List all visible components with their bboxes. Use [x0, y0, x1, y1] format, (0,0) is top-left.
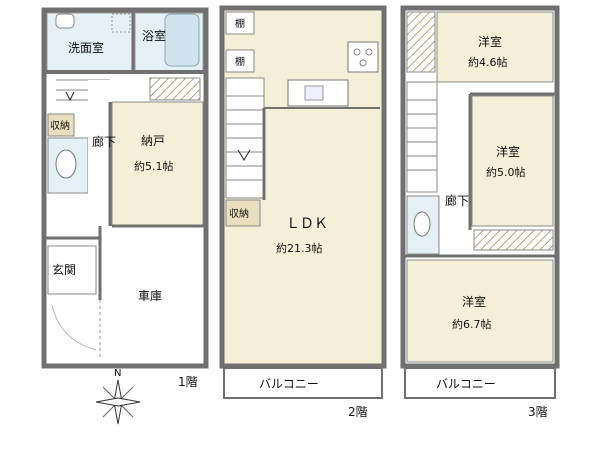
- floor-2-plan: [219, 5, 387, 399]
- closet-nando: [111, 101, 204, 227]
- floor-1-plan: [41, 7, 209, 369]
- floor-1-label: 1階: [178, 374, 198, 389]
- compass-north-label: N: [114, 368, 121, 379]
- western-room-1: [436, 11, 554, 83]
- storage-1f-label: 収納: [50, 119, 70, 132]
- washroom-label: 洗面室: [68, 40, 104, 55]
- floor-2-label: 2階: [348, 404, 368, 419]
- shelf-2: [225, 49, 255, 73]
- room-2-label: 洋室: [496, 144, 520, 159]
- western-room-2: [471, 95, 554, 227]
- entrance: [47, 245, 97, 295]
- storage-2f-label: 収納: [229, 207, 249, 220]
- ldk-size: 約21.3帖: [276, 241, 323, 255]
- room-1-size: 約4.6帖: [468, 55, 508, 69]
- shelf-2-label: 棚: [235, 55, 245, 68]
- entrance-label: 玄関: [52, 262, 76, 277]
- closet-size: 約5.1帖: [134, 159, 174, 173]
- storage-1f: [47, 113, 75, 137]
- balcony-3f: [404, 367, 556, 399]
- bath-label: 浴室: [142, 28, 166, 43]
- balcony-2f-label: バルコニー: [259, 377, 319, 391]
- corridor-1f-label: 廊下: [92, 134, 116, 149]
- western-room-3: [406, 259, 554, 363]
- room-3-label: 洋室: [462, 294, 486, 309]
- balcony-3f-label: バルコニー: [436, 377, 496, 391]
- shelf-1: [225, 11, 255, 35]
- closet-label: 納戸: [141, 134, 165, 148]
- storage-2f: [225, 199, 261, 227]
- compass-icon: [95, 379, 141, 425]
- room-1-label: 洋室: [478, 34, 502, 49]
- room-2-size: 約5.0帖: [486, 165, 526, 179]
- room-3-size: 約6.7帖: [452, 317, 492, 331]
- balcony-2f: [223, 367, 383, 399]
- garage-label: 車庫: [138, 289, 162, 303]
- ldk-label: ＬＤＫ: [286, 216, 328, 232]
- floor-3-plan: [400, 5, 560, 399]
- shelf-1-label: 棚: [235, 17, 245, 30]
- stairs-2f: [225, 77, 265, 199]
- stairs-3f: [406, 81, 438, 193]
- floor-3-label: 3階: [528, 404, 548, 419]
- corridor-3f-label: 廊下: [445, 193, 469, 208]
